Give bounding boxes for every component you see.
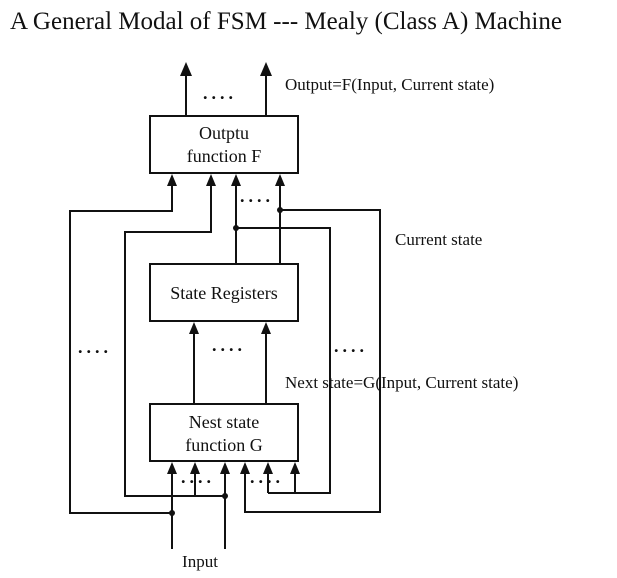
next-state-equation-label: Next state=G(Input, Current state) [285,373,518,392]
left-feedback-ellipsis: .... [78,337,112,357]
register-input-arrows [189,322,271,334]
current-state-ellipsis: .... [240,186,274,206]
input-label: Input [182,552,218,571]
g-input-ellipsis-left: .... [181,467,215,487]
output-ellipsis: .... [203,83,237,103]
next-box-line2: function G [185,435,262,455]
next-state-ellipsis: .... [212,335,246,355]
output-equation-label: Output=F(Input, Current state) [285,75,494,94]
next-state-function-box [149,403,299,462]
junction-dots [169,207,283,516]
state-registers-box [149,263,299,322]
registers-box-label: State Registers [170,283,277,303]
diagram-title: A General Modal of FSM --- Mealy (Class … [10,8,562,35]
wires [69,186,381,549]
g-input-ellipsis-right: .... [250,467,284,487]
current-state-label: Current state [395,230,482,249]
output-box-line2: function F [187,146,262,166]
output-arrows [180,62,272,116]
f-input-arrows [167,174,285,186]
next-box-line1: Nest state [189,412,259,432]
g-input-arrows [167,462,300,493]
output-function-box [149,115,299,174]
output-box-line1: Outptu [199,123,249,143]
right-feedback-ellipsis: .... [334,336,368,356]
